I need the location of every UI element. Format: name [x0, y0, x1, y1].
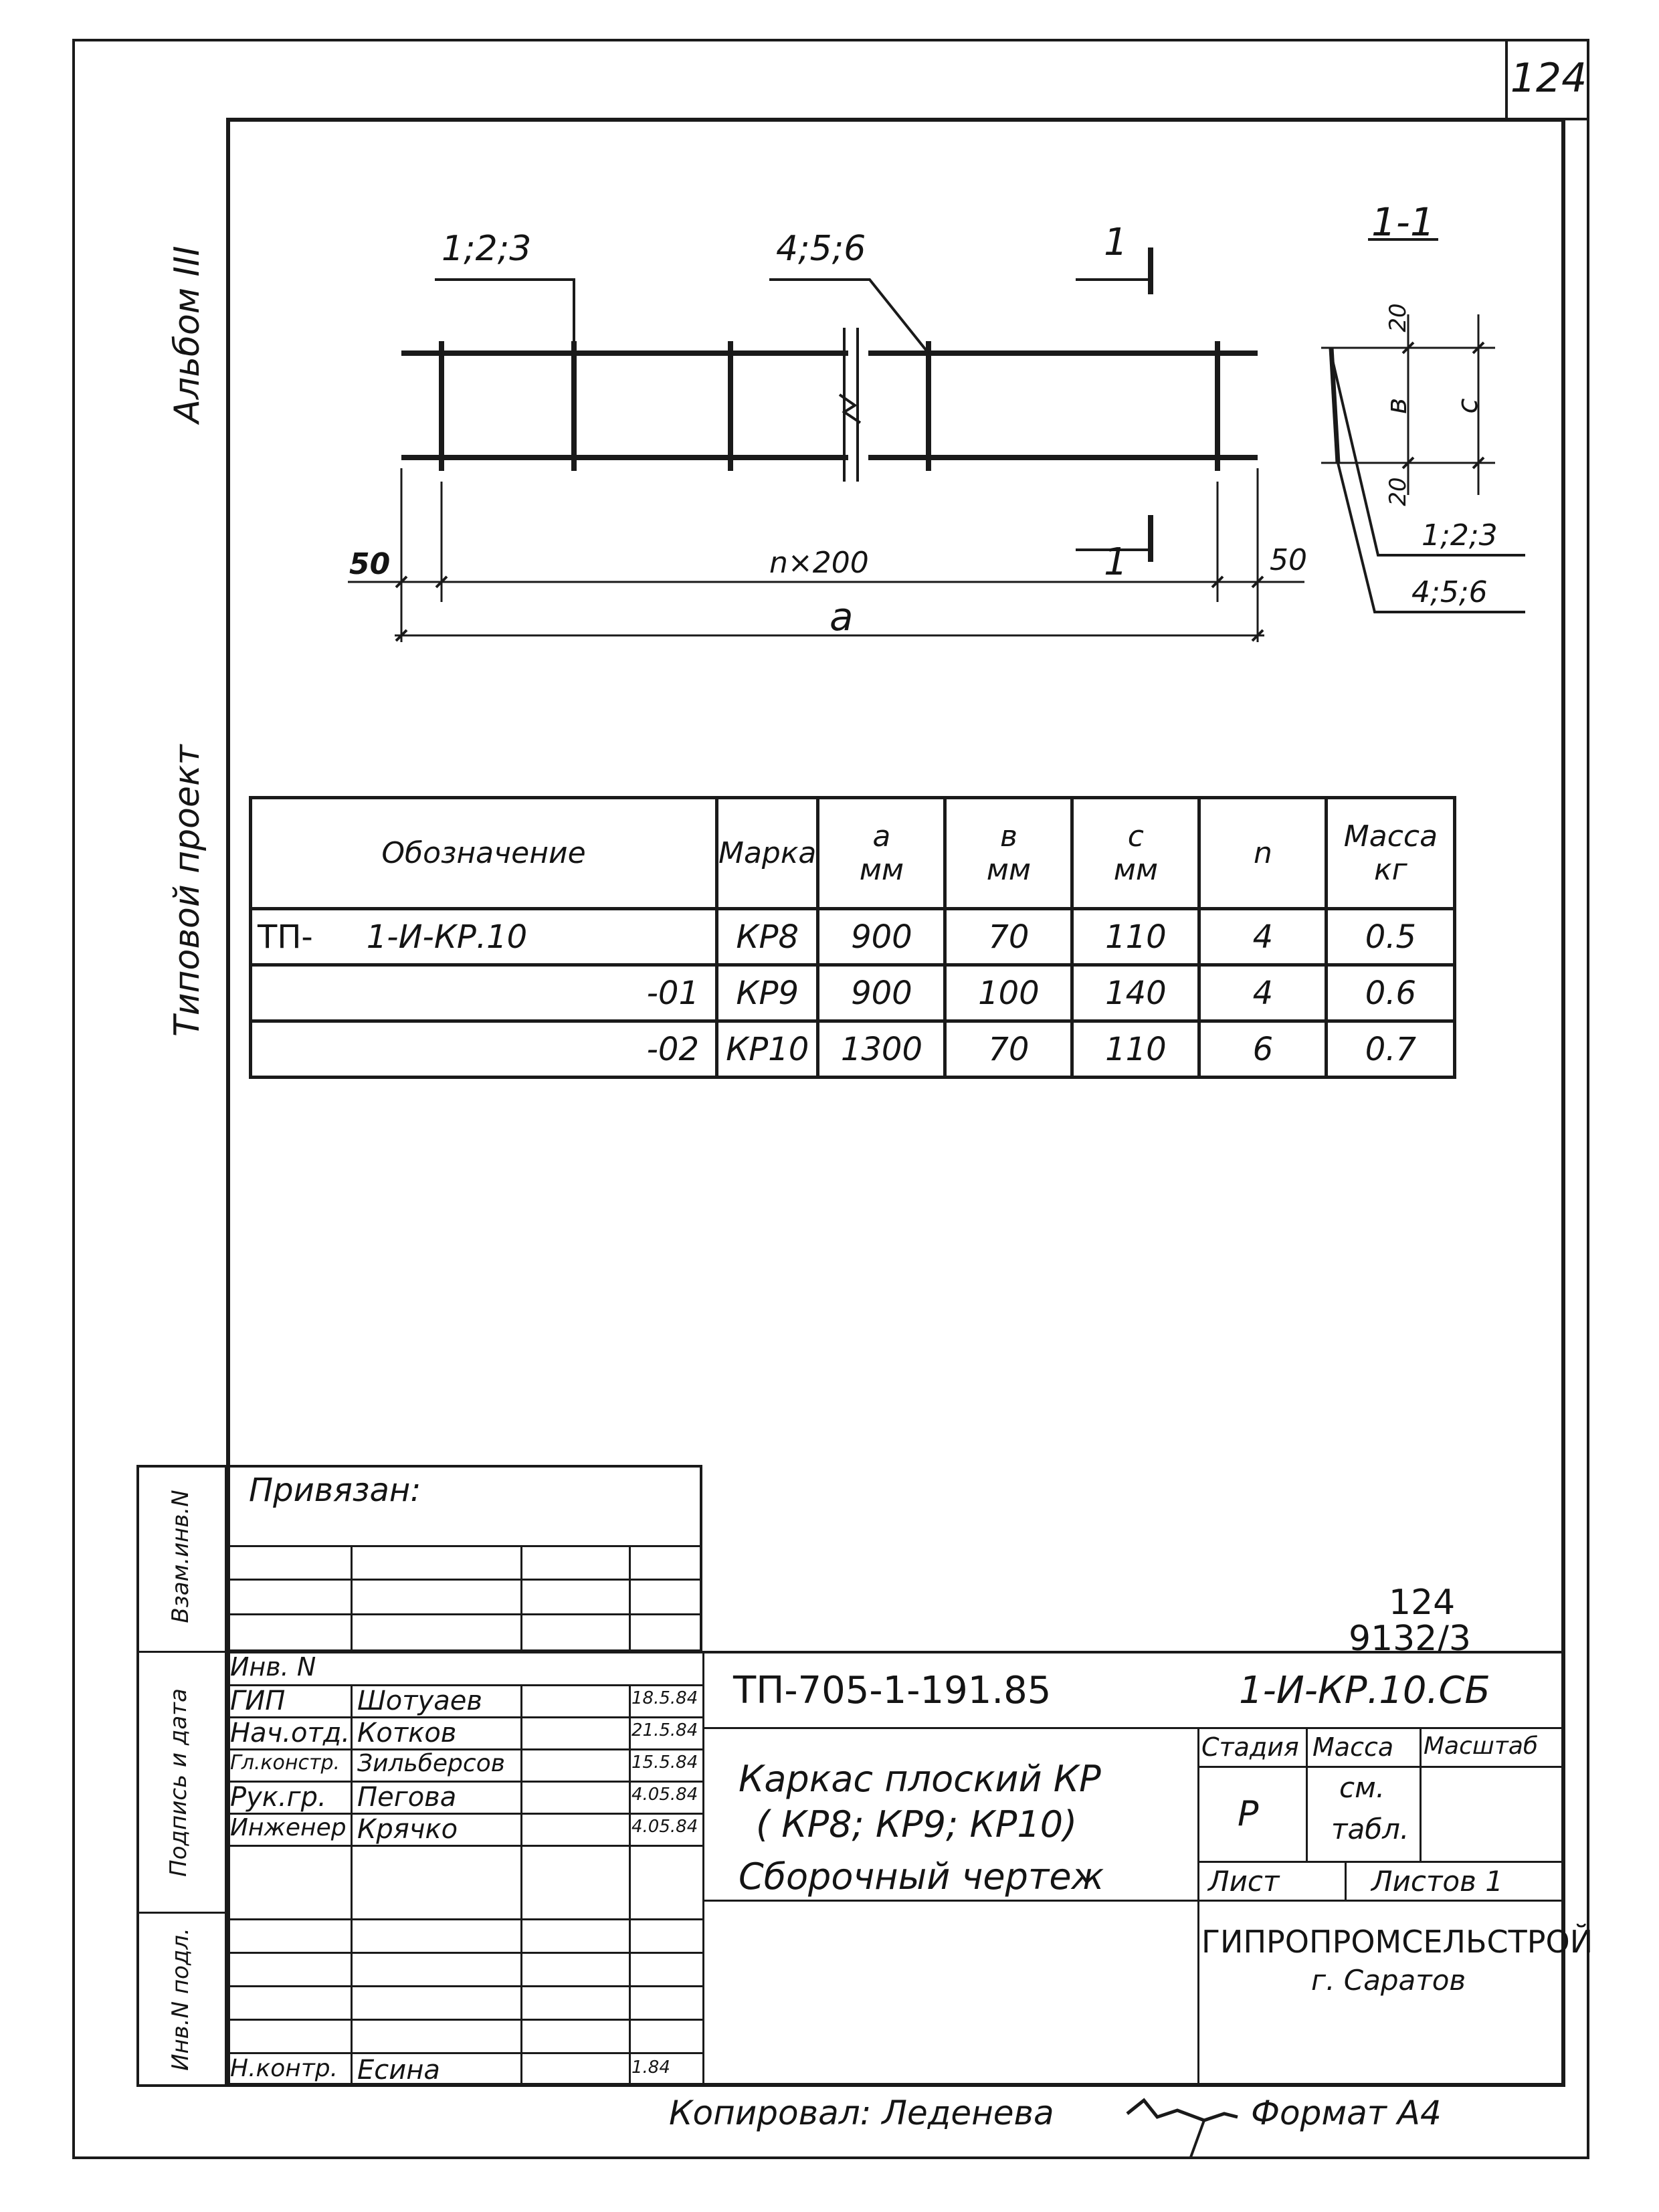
table-row: ТП- 1-И-КР.10 КР8 900 70 110 4 0.5: [249, 907, 1457, 967]
assembly-drawing: [348, 238, 1525, 642]
stage-label: Стадия: [1201, 1732, 1299, 1762]
copied-by: Копировал: Леденева: [669, 2094, 1054, 2132]
row-mark: КР9: [714, 963, 820, 1023]
stamp-number-top: 124: [1389, 1583, 1456, 1623]
header-designation: Обозначение: [249, 796, 718, 910]
person-date: 4.05.84: [631, 1817, 698, 1837]
sheets-label: Листов 1: [1371, 1865, 1503, 1898]
norm-control-role: Н.контр.: [230, 2055, 338, 2082]
stamp-col-label: Подпись и дата: [165, 1688, 192, 1877]
section-title: 1-1: [1371, 199, 1435, 245]
row-prefix: ТП-: [258, 918, 313, 956]
norm-control-date: 1.84: [631, 2057, 670, 2078]
sec-callout-2: 4;5;6: [1411, 575, 1488, 609]
row-b: 70: [943, 1019, 1074, 1079]
sec-dim-top: 20: [1385, 303, 1411, 332]
row-n: 4: [1197, 963, 1329, 1023]
row-c: 110: [1070, 907, 1201, 967]
row-n: 4: [1197, 907, 1329, 967]
person-date: 21.5.84: [631, 1720, 698, 1740]
row-a: 900: [816, 963, 947, 1023]
row-designation: -01: [646, 974, 699, 1012]
person-role: Инженер: [230, 1814, 347, 1841]
row-mark: КР8: [714, 907, 820, 967]
person-date: 15.5.84: [631, 1752, 698, 1773]
org-city: г. Саратов: [1311, 1964, 1466, 1997]
dim-right: 50: [1270, 543, 1307, 577]
row-mark: КР10: [714, 1019, 820, 1079]
doc-code: ТП-705-1-191.85: [733, 1669, 1052, 1712]
header-n: n: [1197, 796, 1329, 910]
norm-control-name: Есина: [357, 2055, 440, 2086]
row-b: 100: [943, 963, 1074, 1023]
row-mass: 0.5: [1325, 907, 1457, 967]
title-line: Каркас плоский КР: [739, 1758, 1101, 1800]
person-name: Зильберсов: [357, 1750, 505, 1777]
org-name: ГИПРОПРОМСЕЛЬСТРОЙ: [1201, 1924, 1593, 1960]
callout-top-mid: 4;5;6: [776, 229, 866, 269]
section-mark-top: 1: [1104, 221, 1128, 264]
person-name: Шотуаев: [357, 1686, 482, 1716]
title-line: ( КР8; КР9; КР10): [756, 1803, 1078, 1845]
dim-left: 50: [349, 547, 391, 581]
stamp-col-label: Взам.инв.N: [167, 1490, 194, 1623]
dim-mid: n×200: [769, 546, 869, 580]
row-b: 70: [943, 907, 1074, 967]
person-role: Нач.отд.: [230, 1718, 351, 1748]
title-line: Сборочный чертеж: [739, 1855, 1104, 1898]
signature-copied: [1126, 2098, 1238, 2158]
mass-value-1: см.: [1339, 1771, 1385, 1804]
person-role: Рук.гр.: [230, 1782, 326, 1813]
mass-label: Масса: [1312, 1732, 1394, 1762]
row-n: 6: [1197, 1019, 1329, 1079]
stage-value: Р: [1238, 1794, 1259, 1834]
table-row: -02 КР10 1300 70 110 6 0.7: [249, 1019, 1457, 1079]
person-date: 4.05.84: [631, 1785, 698, 1805]
section-mark-bottom: 1: [1104, 540, 1128, 584]
person-date: 18.5.84: [631, 1688, 698, 1708]
outer-frame: [72, 39, 1589, 2159]
row-mass: 0.6: [1325, 963, 1457, 1023]
table-row: -01 КР9 900 100 140 4 0.6: [249, 963, 1457, 1023]
dim-total: a: [830, 594, 854, 639]
person-name: Крячко: [357, 1814, 458, 1845]
row-c: 110: [1070, 1019, 1201, 1079]
row-designation: -02: [646, 1030, 699, 1068]
sec-dim-c: c: [1451, 398, 1484, 414]
header-mark: Марка: [714, 796, 820, 910]
row-designation: 1-И-КР.10: [366, 918, 528, 956]
sec-dim-b: в: [1380, 397, 1413, 415]
mass-value-2: табл.: [1331, 1813, 1409, 1845]
sheet-number: 124: [1505, 39, 1589, 120]
inv-no-label: Инв. N: [230, 1652, 316, 1682]
callout-top-left: 1;2;3: [442, 229, 532, 269]
attached-label: Привязан:: [249, 1472, 421, 1509]
row-a: 900: [816, 907, 947, 967]
scale-label: Масштаб: [1424, 1732, 1539, 1760]
stamp-col-label: Инв.N подл.: [167, 1928, 194, 2071]
person-name: Котков: [357, 1718, 457, 1748]
person-role: ГИП: [230, 1686, 286, 1716]
sheet-label: Лист: [1208, 1865, 1280, 1898]
row-a: 1300: [816, 1019, 947, 1079]
row-c: 140: [1070, 963, 1201, 1023]
person-role: Гл.констр.: [230, 1751, 340, 1775]
person-name: Пегова: [357, 1782, 457, 1813]
project-label: Типовой проект: [167, 744, 207, 1037]
drawing-code: 1-И-КР.10.СБ: [1239, 1669, 1490, 1712]
sec-dim-bottom: 20: [1385, 477, 1411, 506]
format-label: Формат А4: [1251, 2094, 1442, 2132]
sec-callout-1: 1;2;3: [1422, 518, 1498, 552]
row-mass: 0.7: [1325, 1019, 1457, 1079]
